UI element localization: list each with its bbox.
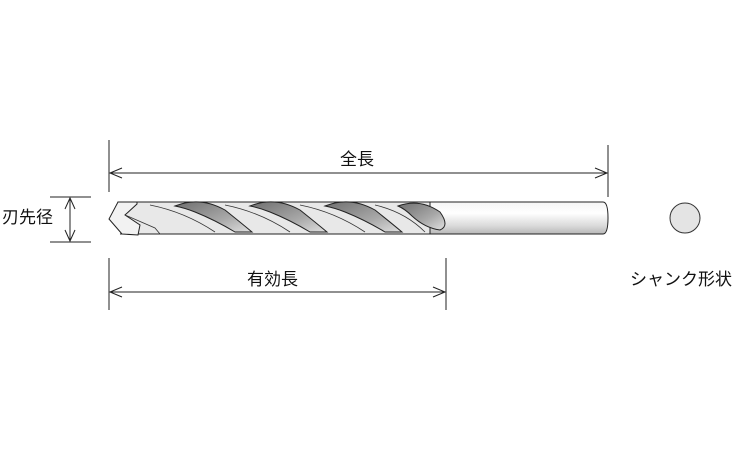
drill-flute-2 (248, 201, 329, 233)
effective-length-dimension-arrow (108, 286, 447, 298)
drill-flute-4 (396, 202, 446, 231)
effective-length-label: 有効長 (247, 270, 298, 290)
shank-cross-section-circle (669, 202, 701, 234)
drill-bit (108, 201, 609, 236)
tip-diameter-dimension-arrow (64, 196, 76, 243)
tip-diameter-label: 刃先径 (2, 208, 53, 228)
drill-flute-1 (173, 201, 254, 233)
shank-shape-label: シャンク形状 (630, 270, 732, 290)
overall-length-label: 全長 (340, 150, 374, 170)
drill-tip (108, 201, 141, 236)
overall-length-dimension-arrow (108, 167, 609, 179)
drill-flute-3 (323, 201, 404, 233)
